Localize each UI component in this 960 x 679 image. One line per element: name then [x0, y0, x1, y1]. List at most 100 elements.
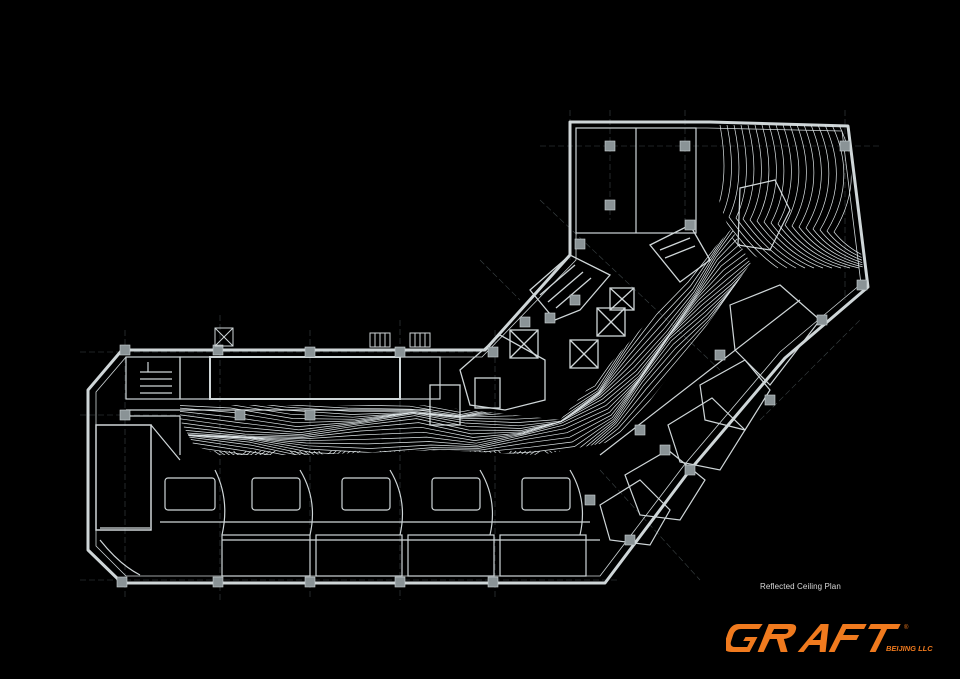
column — [119, 344, 131, 356]
column — [584, 494, 596, 506]
contour-line — [180, 225, 730, 418]
equipment-boxes — [214, 327, 431, 348]
contour-line — [180, 225, 715, 403]
contour-lobe — [493, 450, 517, 455]
drawing-caption: Reflected Ceiling Plan — [760, 582, 841, 591]
contour-line — [188, 248, 743, 446]
contour-line — [728, 125, 779, 269]
column — [304, 576, 316, 588]
contour-line — [735, 125, 788, 269]
column — [394, 346, 406, 358]
contour-line — [770, 125, 833, 269]
contour-line — [180, 225, 730, 420]
contour-line — [180, 225, 727, 417]
column — [304, 346, 316, 358]
contour-lobe — [218, 450, 262, 455]
contour-lobe — [563, 450, 597, 455]
contour-lobe — [228, 450, 252, 455]
contour-lobe — [498, 450, 512, 455]
graft-logo-mark — [724, 624, 901, 652]
contour-line — [183, 230, 734, 437]
contour-line — [180, 225, 720, 410]
contour-lobe — [469, 450, 541, 455]
column — [487, 346, 499, 358]
contour-lobe — [209, 450, 271, 455]
contour-line — [190, 264, 752, 455]
column — [634, 424, 646, 436]
contour-lobe — [568, 450, 592, 455]
contour-line — [180, 225, 731, 427]
column — [684, 219, 696, 231]
contour-line — [197, 265, 752, 455]
contour-lobe — [214, 450, 266, 455]
column — [487, 576, 499, 588]
contour-lobe — [204, 450, 276, 455]
contour-line — [742, 125, 797, 269]
contour-line — [180, 225, 729, 418]
contour-line — [181, 228, 732, 435]
contour-line — [187, 243, 741, 444]
contour-line — [180, 225, 731, 431]
contour-line — [188, 253, 746, 449]
column — [604, 199, 616, 211]
contour-lobe — [308, 450, 342, 455]
column — [839, 140, 851, 152]
column — [624, 534, 636, 546]
contour-line — [180, 226, 731, 433]
contour-line — [194, 264, 752, 455]
structural-columns — [116, 140, 868, 588]
column — [212, 344, 224, 356]
contour-lobe — [549, 450, 611, 455]
left-core — [95, 356, 441, 576]
contour-line — [187, 238, 738, 441]
contour-lobe — [318, 450, 332, 455]
contour-line — [756, 125, 815, 269]
north-lounge — [575, 127, 791, 251]
contour-lobe — [223, 450, 257, 455]
contour-line — [819, 125, 865, 269]
contour-lobe — [474, 450, 536, 455]
column — [544, 312, 556, 324]
contour-line — [791, 125, 860, 269]
contour-lobe — [379, 450, 451, 455]
contour-lobe — [389, 450, 441, 455]
contour-line — [777, 125, 842, 269]
contour-line — [188, 262, 751, 455]
contour-lobe — [299, 450, 351, 455]
column — [574, 238, 586, 250]
contour-lobe — [393, 450, 437, 455]
contour-lobe — [488, 450, 522, 455]
column — [212, 576, 224, 588]
contour-line — [826, 125, 865, 269]
room-bays-east — [599, 284, 821, 546]
graft-logo-suffix: BEIJING LLC — [886, 644, 933, 653]
contour-line — [200, 266, 753, 455]
contour-lobe — [403, 450, 427, 455]
column — [519, 316, 531, 328]
contour-line — [180, 225, 714, 401]
contour-line — [805, 125, 865, 269]
contour-line — [763, 125, 824, 269]
contour-lobe — [313, 450, 337, 455]
room-bays-south — [160, 469, 600, 577]
contour-line — [192, 264, 752, 455]
column — [304, 409, 316, 421]
column — [119, 409, 131, 421]
column — [816, 314, 828, 326]
column — [714, 349, 726, 361]
column — [604, 140, 616, 152]
contour-lobe — [573, 450, 587, 455]
column — [394, 576, 406, 588]
registered-mark: ® — [904, 624, 909, 631]
contour-line — [180, 225, 726, 417]
column — [116, 576, 128, 588]
contour-lobe — [408, 450, 422, 455]
graft-logo: BEIJING LLC ® — [724, 620, 936, 656]
contour-line — [180, 225, 716, 404]
contour-lobe — [554, 450, 606, 455]
contour-lobe — [233, 450, 247, 455]
column — [659, 444, 671, 456]
contour-line — [185, 234, 735, 438]
column — [234, 409, 246, 421]
